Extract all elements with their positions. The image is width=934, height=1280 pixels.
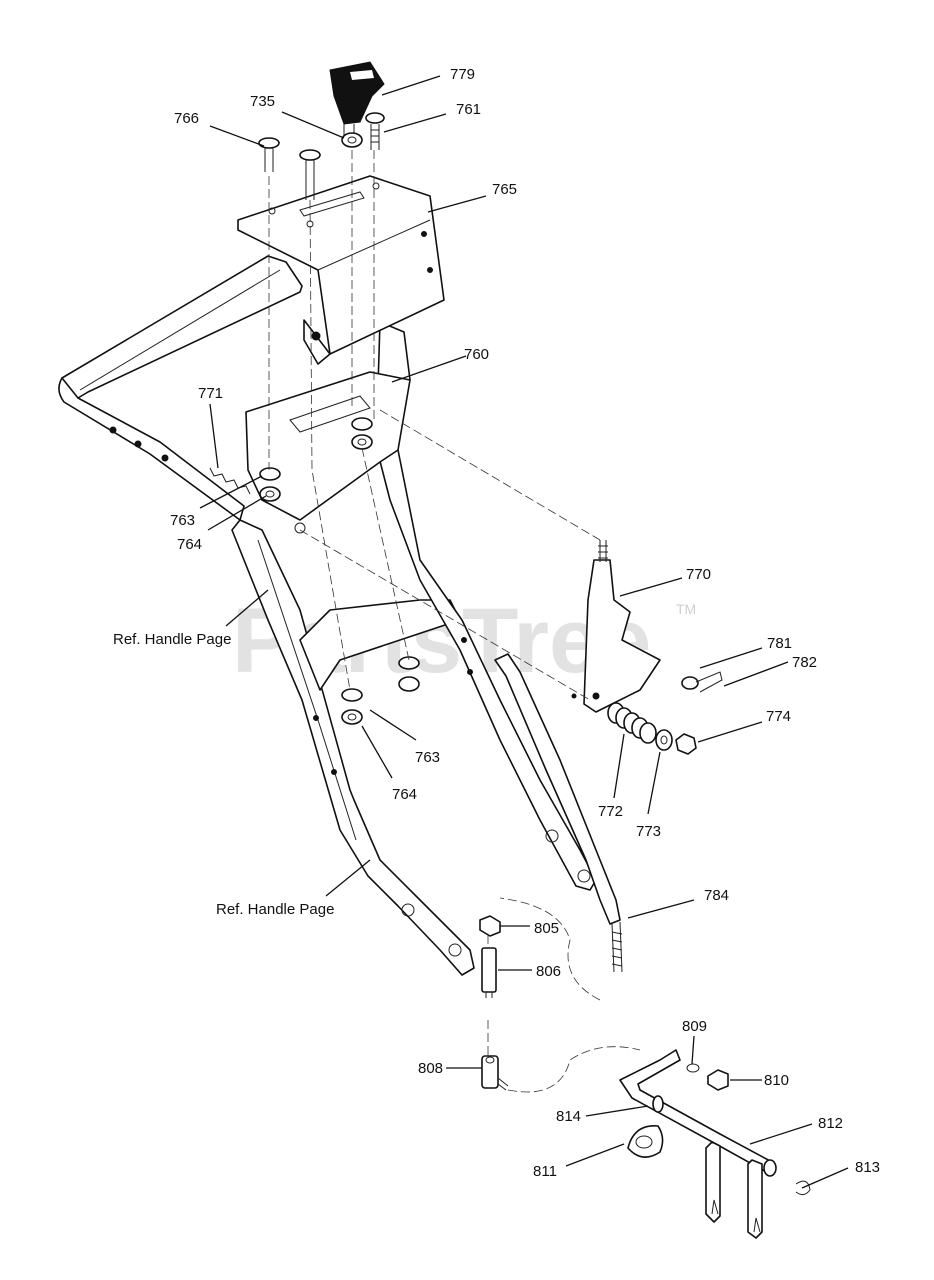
callout-ref-handle-2: Ref. Handle Page [216,901,334,918]
callout-810: 810 [764,1072,789,1089]
callout-805: 805 [534,920,559,937]
callout-809: 809 [682,1018,707,1035]
alignment-lines [268,150,641,1093]
callout-813: 813 [855,1159,880,1176]
callout-766: 766 [174,110,199,127]
callout-760: 760 [464,346,489,363]
leader-lines [199,75,849,1189]
knob-779 [329,61,385,140]
callout-781: 781 [767,635,792,652]
callout-808: 808 [418,1060,443,1077]
spring-washer-nut [607,671,723,755]
watermark-trademark: TM [676,601,696,617]
callout-773: 773 [636,823,661,840]
callout-765: 765 [492,181,517,198]
shift-lever-812 [619,1049,811,1239]
spacer-805-806 [479,915,501,998]
callout-806: 806 [536,963,561,980]
washers-nuts-lower [341,656,420,725]
connector-808 [481,1055,509,1091]
callout-814: 814 [556,1108,581,1125]
callout-782: 782 [792,654,817,671]
control-rod [494,653,623,973]
callout-771: 771 [198,385,223,402]
callout-779: 779 [450,66,475,83]
bracket-760 [245,371,411,534]
shift-bracket-770 [571,540,661,713]
callout-764-upper: 764 [177,536,202,553]
callout-770: 770 [686,566,711,583]
lower-handle-left [231,519,475,976]
callout-763-upper: 763 [170,512,195,529]
lower-handle-right [371,419,597,891]
callout-784: 784 [704,887,729,904]
callout-774: 774 [766,708,791,725]
spring-771 [209,467,251,495]
callout-772: 772 [598,803,623,820]
washers-nuts-upper [259,417,373,502]
callout-763-lower: 763 [415,749,440,766]
callout-764-lower: 764 [392,786,417,803]
control-panel-765 [237,175,445,365]
callout-735: 735 [250,93,275,110]
callout-811: 811 [533,1163,557,1180]
callout-761: 761 [456,101,481,118]
callout-labels: 779 735 761 766 765 760 771 763 764 770 … [113,66,880,1180]
carriage-bolts [258,112,385,200]
callout-812: 812 [818,1115,843,1132]
callout-ref-handle-1: Ref. Handle Page [113,631,231,648]
